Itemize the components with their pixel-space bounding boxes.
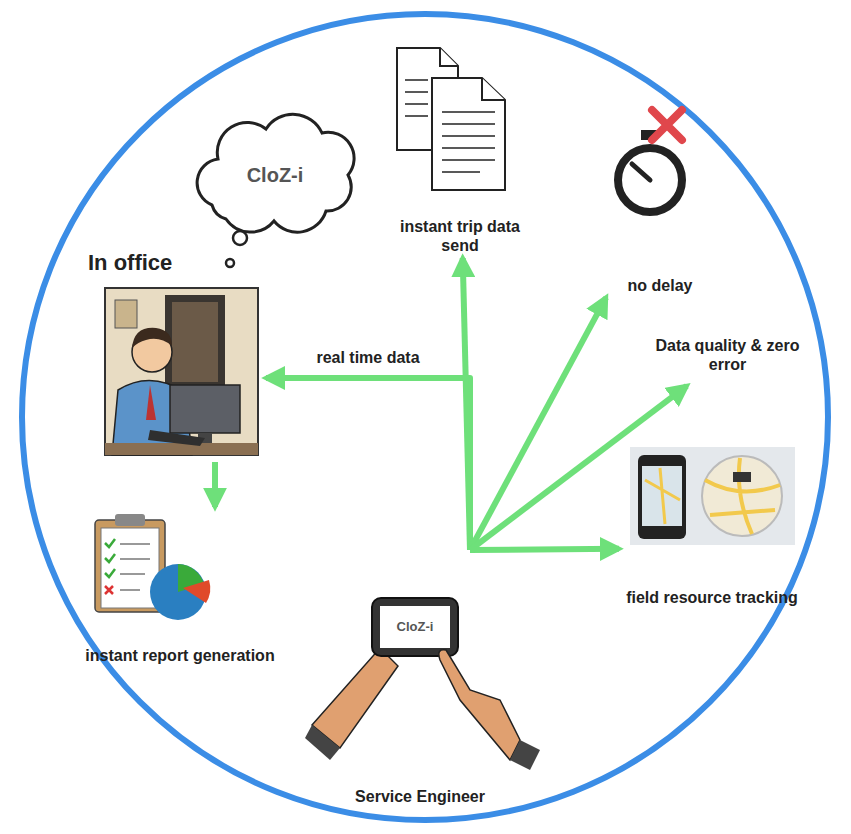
node-text: CloZ-i [380,619,450,635]
thought-bubble [233,231,247,245]
node-text: In office [88,250,263,276]
arrow-connector [212,462,218,507]
office-node: In office [88,250,263,460]
outer-circle [22,14,828,820]
thought-bubble [226,259,234,267]
arrow-connector [463,258,470,550]
tracking-picture [630,447,795,545]
node-text: no delay [600,276,720,295]
no-delay-node: no delay [600,100,720,295]
phone-screen-node: CloZ-i [380,606,450,648]
thought-cloud [197,114,354,232]
node-text: Data quality & zero error [640,336,815,374]
stopwatch-icon [618,110,682,212]
node-text: instant trip data send [385,217,535,255]
quality-node: Data quality & zero error [640,326,815,384]
documents-icon [397,48,505,190]
node-text: field resource tracking [622,588,802,607]
engineer-node: Service Engineer CloZ-i [310,548,530,806]
hands-phone [305,598,540,770]
arrow-connector [470,549,619,550]
edge-label: real time data [313,348,422,368]
tracking-node: field resource tracking [622,442,802,607]
cloud-node: CloZ-i [205,135,345,215]
office-picture [105,288,258,455]
arrow-connector [470,386,687,550]
arrow-connector [266,378,470,550]
arrow-connector [470,298,606,550]
node-text: Service Engineer [310,787,530,806]
trip-data-node: instant trip data send [385,40,535,255]
node-text: instant report generation [85,646,275,665]
report-icon [95,514,210,620]
node-text: CloZ-i [205,163,345,187]
report-node: instant report generation [85,510,275,665]
